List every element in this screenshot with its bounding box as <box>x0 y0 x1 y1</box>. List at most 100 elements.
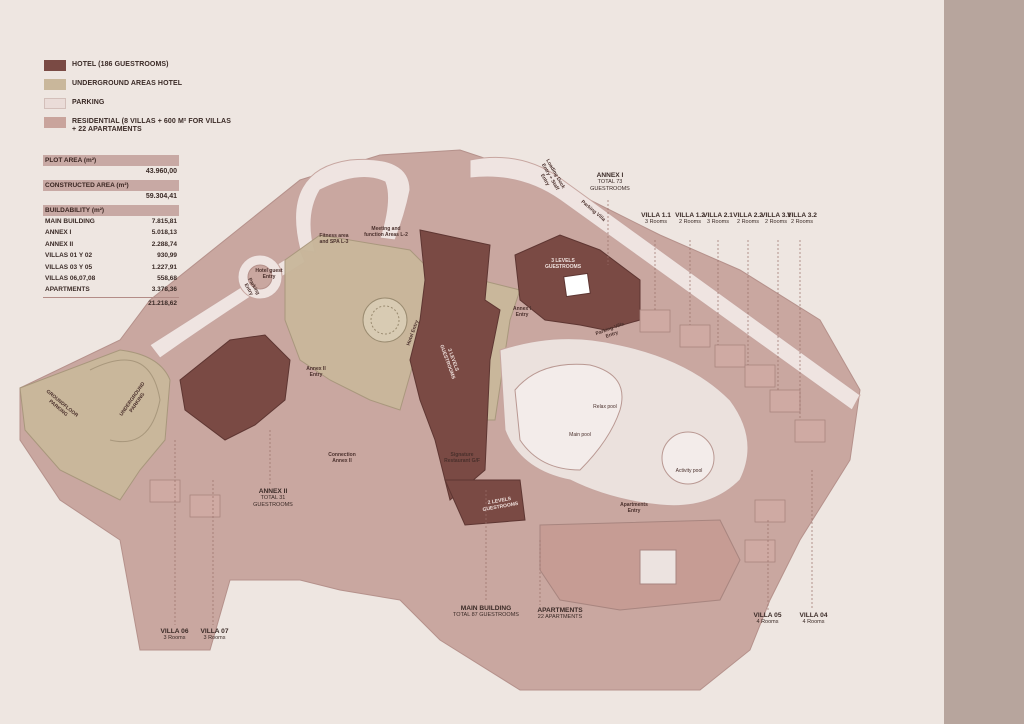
main-building-label: MAIN BUILDING TOTAL 87 GUESTROOMS <box>452 605 520 619</box>
area-table: PLOT AREA (m²) 43.960,00 CONSTRUCTED ARE… <box>43 155 179 309</box>
table-row: VILLAS 01 Y 02 930,99 <box>43 250 179 261</box>
annex-ii-title: ANNEX II <box>258 488 288 495</box>
annex-i-sub: TOTAL 73 GUESTROOMS <box>590 179 630 192</box>
legend-item-underground: UNDERGROUND AREAS HOTEL <box>44 79 244 98</box>
row-value: 930,99 <box>157 252 177 260</box>
table-row: APARTMENTS 3.378,36 <box>43 284 179 295</box>
row-value: 7.815,81 <box>151 218 177 225</box>
villa-name: VILLA 07 <box>200 628 229 635</box>
villa-rooms: 2 Rooms <box>736 219 759 225</box>
villa-name: VILLA 1.1 <box>641 212 671 219</box>
villa-name: VILLA 04 <box>799 612 828 619</box>
constructed-area-header: CONSTRUCTED AREA (m²) <box>43 180 179 191</box>
villa-rooms: 3 Rooms <box>644 219 667 225</box>
main-pool <box>514 363 623 471</box>
apartments-label: APARTMENTS 22 APARTMENTS <box>530 607 590 621</box>
apartments-entry-label: Apartments Entry <box>620 502 648 514</box>
row-name: VILLAS 03 Y 05 <box>45 263 93 271</box>
villa-name: VILLA 3.1 <box>761 212 791 219</box>
buildability-header: BUILDABILITY (m²) <box>43 205 179 216</box>
meeting-label: Meeting and function Areas L-2 <box>364 226 408 238</box>
legend-label: UNDERGROUND AREAS HOTEL <box>72 80 183 87</box>
villas-cluster <box>149 309 826 563</box>
row-name: VILLAS 06,07,08 <box>45 274 96 282</box>
villa-rooms: 2 Rooms <box>678 219 701 225</box>
function-area-dome <box>362 297 408 343</box>
legend-label: HOTEL (186 GUESTROOMS) <box>72 61 169 68</box>
annex-i-entry-label: Annex I Entry <box>512 306 532 318</box>
legend-swatch <box>44 117 66 128</box>
row-value: 1.227,91 <box>151 263 177 271</box>
side-band <box>944 0 1024 724</box>
fitness-label: Fitness area and SPA L-3 <box>319 233 349 245</box>
table-row: ANNEX II 2.288,74 <box>43 239 179 250</box>
site-plan-map <box>19 149 861 691</box>
villa-rooms: 3 Rooms <box>706 219 729 225</box>
legend-label: PARKING <box>72 99 105 106</box>
entry-loop <box>295 158 411 253</box>
plot-area-header: PLOT AREA (m²) <box>43 155 179 166</box>
villa-name: VILLA 06 <box>160 628 189 635</box>
table-row: MAIN BUILDING 7.815,81 <box>43 216 179 227</box>
total-value: 21.218,62 <box>148 299 177 307</box>
annex-i-label: ANNEX I TOTAL 73 GUESTROOMS <box>585 172 635 193</box>
villa-name: VILLA 05 <box>753 612 782 619</box>
underground-parking <box>19 349 171 501</box>
legend-item-hotel: HOTEL (186 GUESTROOMS) <box>44 60 244 79</box>
row-value: 2.288,74 <box>151 240 177 248</box>
annex-i-title: ANNEX I <box>596 172 624 179</box>
row-name: ANNEX II <box>45 240 74 248</box>
annex-ii-label: ANNEX II TOTAL 31 GUESTROOMS <box>248 488 298 509</box>
apartments-sub: 22 APARTMENTS <box>537 614 583 620</box>
relax-pool-label: Relax pool <box>593 404 617 410</box>
legend-item-parking: PARKING <box>44 98 244 117</box>
main-building <box>409 229 501 501</box>
legend-swatch <box>44 60 66 71</box>
hotel-guest-entry-label: Hotel guest Entry <box>255 268 283 280</box>
villa-name: VILLA 1.2 <box>675 212 705 219</box>
row-name: VILLAS 01 Y 02 <box>45 252 93 260</box>
row-name: ANNEX I <box>45 229 72 237</box>
legend-label: RESIDENTIAL (8 VILLAS + 600 M² FOR VILLA… <box>72 118 231 133</box>
main-pool-label: Main pool <box>569 432 591 438</box>
villa-rooms: 3 Rooms <box>203 635 226 641</box>
row-name: MAIN BUILDING <box>45 218 95 225</box>
constructed-area-value: 59.304,41 <box>145 193 177 200</box>
apartments-title: APARTMENTS <box>537 607 583 614</box>
villa-name: VILLA 2.2 <box>733 212 763 219</box>
main-building-title: MAIN BUILDING <box>460 605 512 612</box>
annex-ii-building <box>179 334 291 441</box>
legend-swatch <box>44 98 66 109</box>
connection-annex-ii-label: Connection Annex II <box>328 452 356 464</box>
row-value: 5.018,13 <box>151 229 177 237</box>
activity-pool <box>661 431 715 485</box>
villa-name: VILLA 2.1 <box>703 212 733 219</box>
levels-3-b-label: 3 LEVELS GUESTROOMS <box>544 258 582 270</box>
plot-area-value: 43.960,00 <box>145 168 177 175</box>
signature-restaurant-label: Signature Restaurant G/F <box>444 452 480 464</box>
table-row: VILLAS 06,07,08 558,68 <box>43 273 179 284</box>
villa-rooms: 4 Rooms <box>756 619 779 625</box>
villa-name: VILLA 3.2 <box>787 212 817 219</box>
villa-rooms: 4 Rooms <box>802 619 825 625</box>
annex-ii-entry-label: Annex II Entry <box>306 366 326 378</box>
villa-rooms: 2 Rooms <box>764 219 787 225</box>
row-value: 558,68 <box>157 274 177 282</box>
table-row: ANNEX I 5.018,13 <box>43 227 179 238</box>
map-legend: HOTEL (186 GUESTROOMS) UNDERGROUND AREAS… <box>44 60 244 141</box>
activity-pool-label: Activity pool <box>675 468 703 474</box>
row-value: 3.378,36 <box>151 286 177 294</box>
main-building-sub: TOTAL 87 GUESTROOMS <box>453 612 519 618</box>
row-name: APARTMENTS <box>45 286 90 294</box>
annex-ii-sub: TOTAL 31 GUESTROOMS <box>253 495 293 508</box>
legend-item-residential: RESIDENTIAL (8 VILLAS + 600 M² FOR VILLA… <box>44 117 244 141</box>
